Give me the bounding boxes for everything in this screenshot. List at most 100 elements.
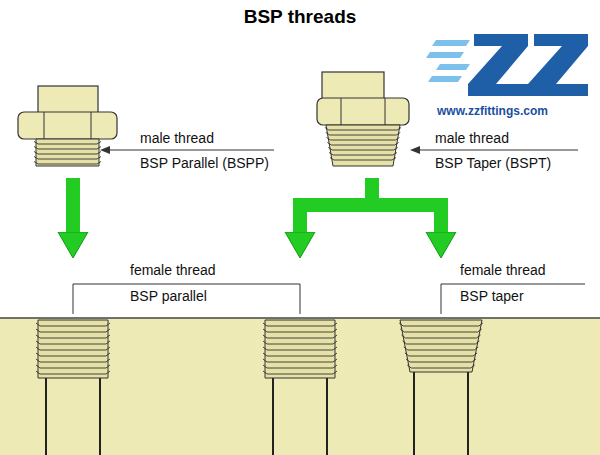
thread-ridge bbox=[263, 353, 337, 356]
leader-line bbox=[106, 150, 274, 151]
thread-ridge bbox=[327, 143, 398, 146]
thread-kind: female thread bbox=[130, 262, 216, 278]
thread-ridge bbox=[36, 335, 110, 338]
diagram-title: BSP threads bbox=[0, 6, 600, 28]
male-fitting: male threadBSP Parallel (BSPP) bbox=[15, 84, 280, 178]
fitting-cap bbox=[38, 86, 98, 113]
fit-arrow bbox=[372, 178, 441, 232]
logo-stripe bbox=[426, 52, 464, 58]
thread-ridge bbox=[263, 323, 337, 326]
female-ports bbox=[46, 372, 468, 455]
thread-kind: female thread bbox=[460, 262, 546, 278]
thread-ridge bbox=[36, 329, 110, 332]
male-thread-parallel bbox=[34, 139, 101, 166]
bore-wall bbox=[45, 378, 47, 455]
thread-standard: BSP Parallel (BSPP) bbox=[140, 155, 269, 171]
female-thread-parallel bbox=[36, 320, 110, 378]
ground-block bbox=[0, 318, 600, 455]
thread-ridge bbox=[36, 341, 110, 344]
hex-face bbox=[385, 98, 386, 125]
leader-arrowhead bbox=[410, 146, 420, 154]
female-thread-parallel bbox=[263, 320, 337, 378]
thread-ridge bbox=[330, 158, 396, 161]
hex-face bbox=[44, 112, 45, 139]
thread-ridge bbox=[404, 347, 478, 350]
leader-line bbox=[300, 284, 301, 314]
thread-ridge bbox=[34, 147, 101, 150]
thread-ridge bbox=[36, 365, 110, 368]
male-thread-taper bbox=[325, 125, 401, 166]
thread-ridge bbox=[36, 347, 110, 350]
thread-ridge bbox=[36, 371, 110, 374]
logo-letter bbox=[528, 34, 588, 96]
ground-edge bbox=[0, 317, 600, 319]
fit-arrow bbox=[300, 178, 372, 232]
fitting-cap bbox=[322, 72, 384, 99]
hex-nut bbox=[317, 98, 409, 125]
thread-ridge bbox=[405, 353, 477, 356]
thread-ridge bbox=[36, 353, 110, 356]
thread-kind: male thread bbox=[140, 130, 214, 146]
thread-ridge bbox=[36, 323, 110, 326]
thread-ridge bbox=[263, 335, 337, 338]
bore-wall bbox=[272, 378, 274, 455]
thread-ridge bbox=[329, 153, 397, 156]
thread-outline bbox=[400, 320, 482, 372]
leader-arrowhead bbox=[100, 146, 110, 154]
hex-face bbox=[341, 98, 342, 125]
bore-wall bbox=[326, 378, 328, 455]
thread-standard: BSP taper bbox=[460, 288, 524, 304]
thread-ridge bbox=[34, 157, 101, 160]
thread-ridge bbox=[400, 329, 481, 332]
bore-wall bbox=[413, 372, 415, 455]
thread-ridge bbox=[403, 341, 480, 344]
thread-ridge bbox=[327, 138, 400, 141]
thread-standard: BSP parallel bbox=[130, 288, 207, 304]
thread-ridge bbox=[399, 323, 483, 326]
logo-stripe bbox=[428, 76, 462, 82]
thread-ridge bbox=[407, 365, 475, 368]
logo-letter bbox=[468, 34, 528, 96]
male-fitting: male threadBSP Taper (BSPT) bbox=[310, 70, 595, 178]
leader-lines bbox=[73, 150, 585, 314]
bore bbox=[46, 378, 100, 455]
thread-outline bbox=[36, 139, 99, 166]
bore bbox=[414, 372, 468, 455]
leader-line bbox=[441, 284, 585, 285]
female-port: female threadBSP taper bbox=[395, 258, 595, 455]
thread-ridge bbox=[34, 142, 101, 145]
fit-arrow bbox=[66, 178, 80, 232]
watermark: www.zzfittings.com bbox=[437, 104, 548, 118]
thread-ridge bbox=[34, 162, 101, 165]
thread-ridge bbox=[36, 359, 110, 362]
thread-strokes bbox=[34, 125, 483, 378]
thread-outline bbox=[326, 125, 400, 166]
female-port: female threadBSP parallel bbox=[30, 258, 335, 455]
thread-ridge bbox=[263, 347, 337, 350]
leader-line bbox=[73, 284, 74, 314]
thread-outline bbox=[38, 320, 108, 378]
thread-ridge bbox=[263, 359, 337, 362]
bspp-fitting bbox=[18, 86, 117, 139]
leader-line bbox=[73, 284, 300, 285]
thread-ridge bbox=[34, 152, 101, 155]
company-logo bbox=[426, 34, 588, 96]
bore-wall bbox=[99, 378, 101, 455]
thread-ridge bbox=[263, 341, 337, 344]
hex-nut bbox=[18, 112, 117, 139]
thread-ridge bbox=[263, 371, 337, 374]
thread-ridge bbox=[325, 128, 401, 131]
thread-ridge bbox=[406, 359, 476, 362]
logo-stripe bbox=[432, 40, 470, 46]
female-thread-taper bbox=[399, 320, 483, 372]
bspt-fitting bbox=[317, 72, 409, 125]
thread-kind: male thread bbox=[435, 130, 509, 146]
bore-wall bbox=[467, 372, 469, 455]
thread-ridge bbox=[401, 335, 480, 338]
logo-stripe bbox=[436, 64, 470, 70]
thread-outline bbox=[265, 320, 335, 378]
leader-line bbox=[441, 284, 442, 314]
thread-standard: BSP Taper (BSPT) bbox=[435, 155, 551, 171]
bore bbox=[273, 378, 327, 455]
